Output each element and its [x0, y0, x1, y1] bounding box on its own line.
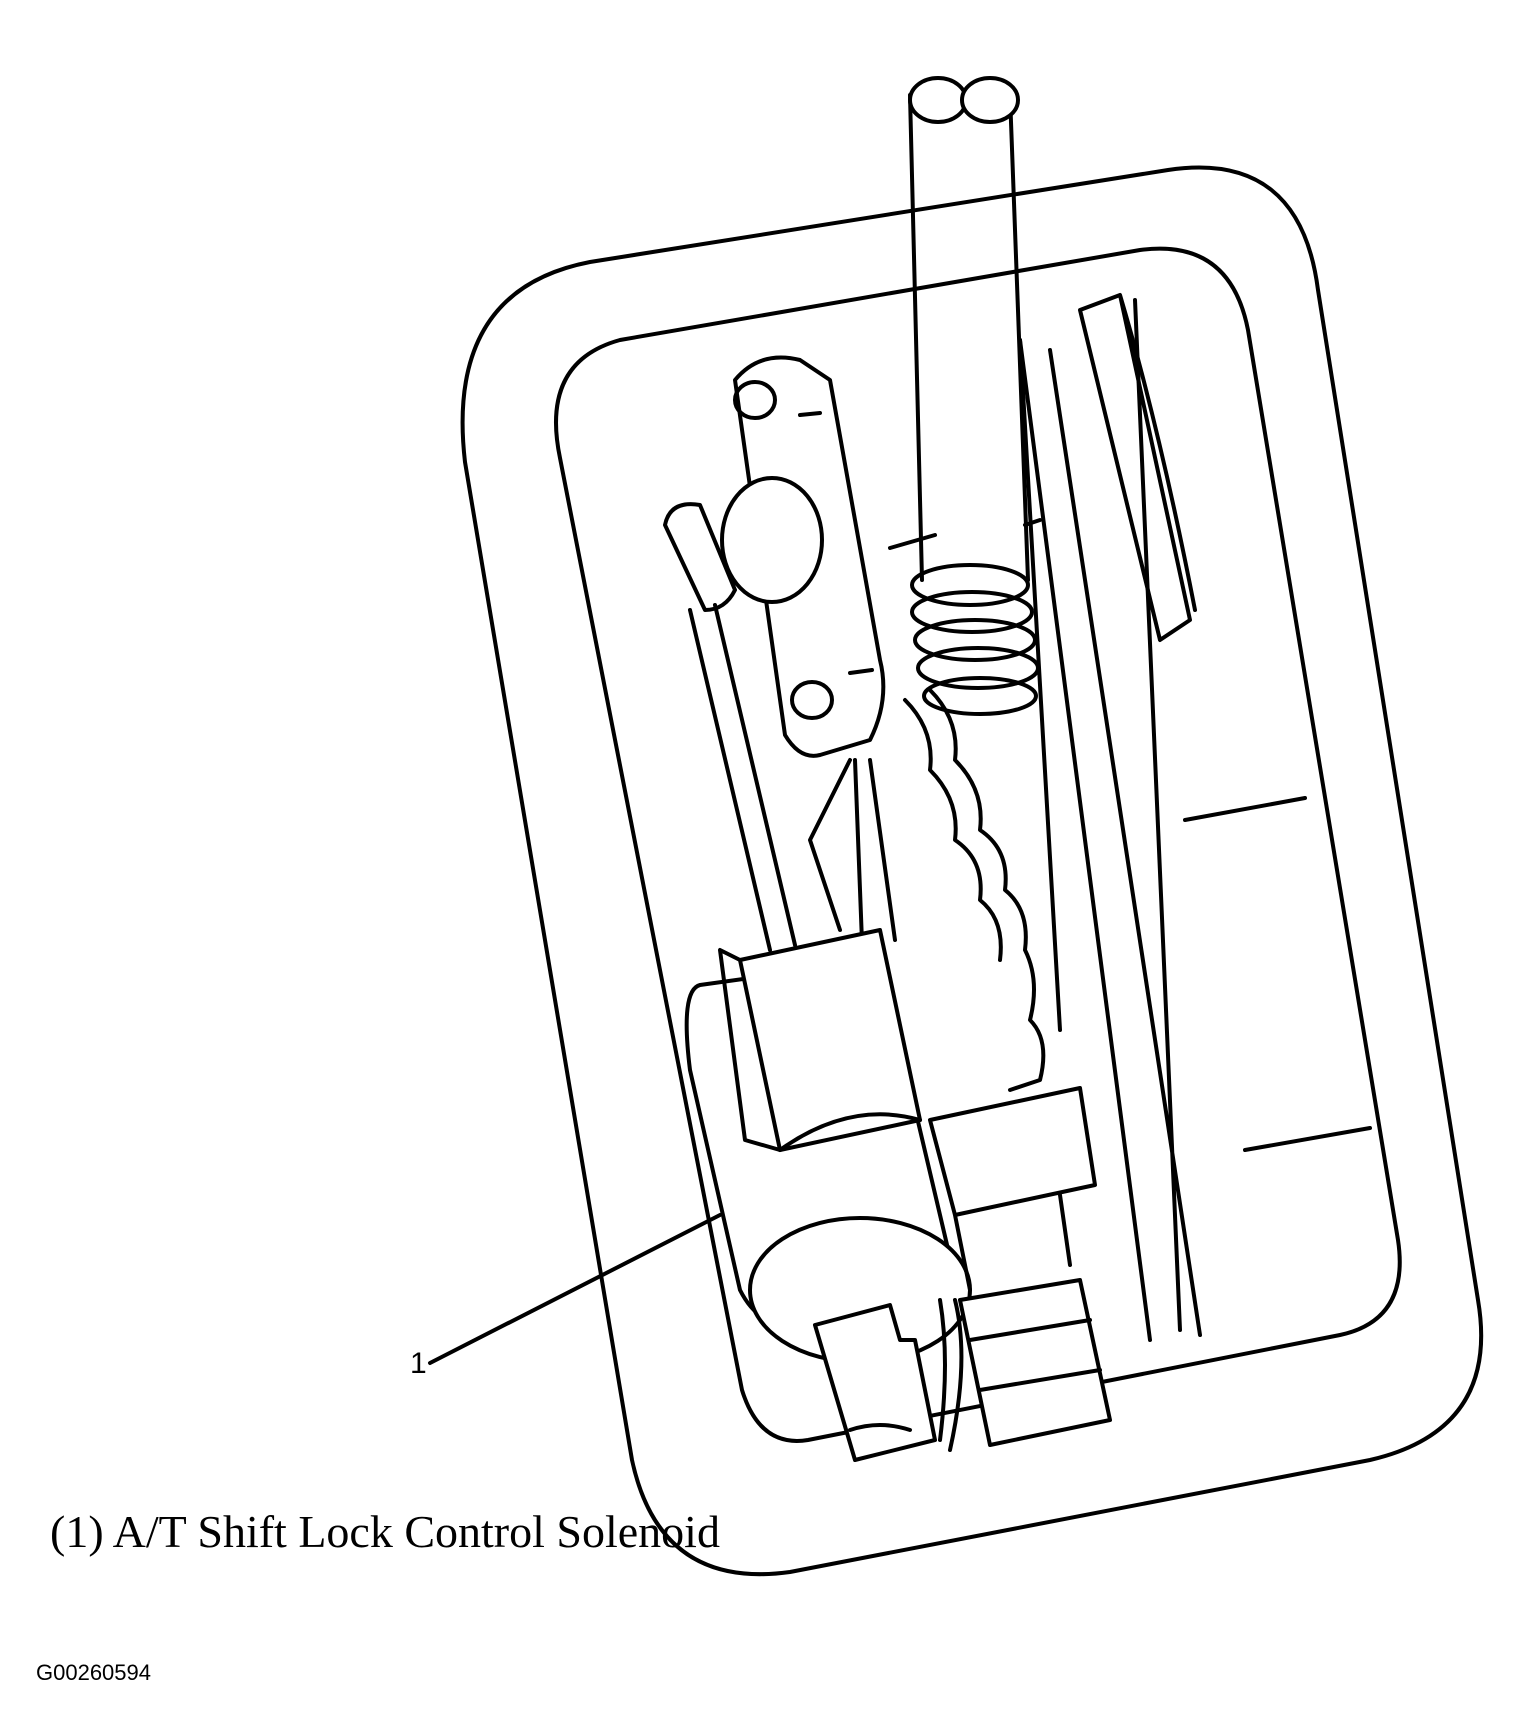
pin — [1023, 518, 1042, 527]
slide-plate-divider — [1183, 796, 1307, 822]
pin — [888, 533, 937, 550]
callout-leader — [428, 1213, 722, 1365]
pivot-mark — [848, 668, 874, 675]
slide-plate — [1018, 298, 1202, 1342]
pivot-plate — [733, 355, 886, 758]
slide-plate-block — [1078, 293, 1197, 642]
shift-lock-solenoid — [684, 928, 972, 1364]
detent-rack — [928, 688, 1046, 1092]
detent-rack-edge — [903, 698, 1003, 962]
harness-clip — [958, 1278, 1112, 1447]
shift-lever-top — [908, 76, 968, 124]
figure-id: G00260594 — [36, 1660, 151, 1685]
spring-coil — [910, 563, 1040, 716]
diagram-caption: (1) A/T Shift Lock Control Solenoid — [50, 1506, 720, 1557]
inner-bezel — [554, 246, 1402, 1443]
bolt-head — [790, 680, 834, 720]
lever-arm — [808, 758, 897, 942]
callout-number: 1 — [410, 1347, 427, 1380]
shift-lever — [908, 93, 1030, 582]
slide-plate-divider — [1243, 1126, 1372, 1152]
control-rod — [688, 603, 797, 952]
shift-lever-top — [960, 76, 1020, 124]
pivot-mark — [798, 411, 822, 417]
solenoid-connector — [813, 1303, 937, 1462]
connector-latch — [848, 1423, 912, 1432]
ball-joint — [663, 502, 737, 612]
solenoid-bracket — [928, 1086, 1097, 1292]
pivot-boss — [720, 476, 824, 604]
wire-harness — [938, 1298, 964, 1452]
bolt-head — [733, 380, 777, 420]
outer-bezel — [460, 165, 1484, 1577]
